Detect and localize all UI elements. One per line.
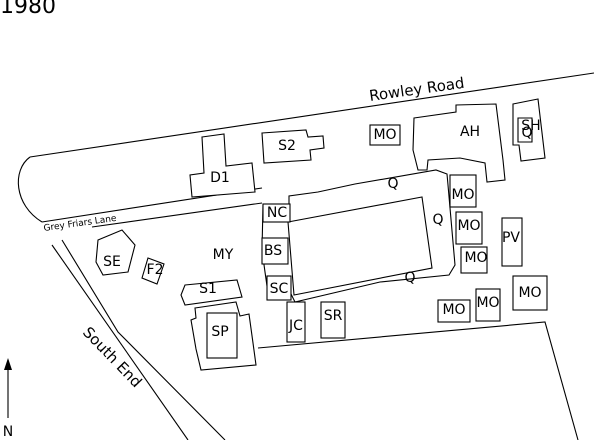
building-quad-inner — [287, 196, 433, 296]
building-mo-s3 — [512, 275, 548, 311]
label-mo-e1: MO — [451, 187, 474, 203]
label-sh: SH — [521, 118, 540, 134]
rowley-road-curve — [17, 156, 43, 223]
label-sp: SP — [211, 324, 228, 340]
label-q-south: Q — [404, 270, 415, 286]
south-end-east-edge — [61, 239, 226, 440]
label-q-north: Q — [387, 176, 398, 192]
label-pv: PV — [502, 230, 520, 246]
label-d1: D1 — [210, 170, 230, 186]
label-sr: SR — [324, 308, 343, 324]
building-jc — [286, 301, 306, 343]
label-se: SE — [103, 254, 121, 270]
label-my: MY — [213, 247, 234, 263]
label-mo-s2: MO — [476, 295, 499, 311]
building-mo-s1 — [437, 299, 471, 323]
site-south-boundary — [257, 321, 579, 440]
label-mo-s1: MO — [442, 302, 465, 318]
grey-friars-lane-south-edge — [91, 202, 263, 228]
label-mo-e3: MO — [464, 250, 487, 266]
building-ah — [412, 103, 506, 183]
building-s1 — [180, 279, 243, 306]
label-bs: BS — [264, 243, 282, 259]
label-s2: S2 — [278, 138, 296, 154]
building-sp-inner — [206, 312, 238, 359]
building-s2 — [261, 129, 325, 164]
building-f2 — [141, 257, 165, 285]
south-end-label: South End — [79, 323, 145, 391]
building-mo-top — [369, 124, 401, 146]
building-mo-e2 — [455, 211, 483, 245]
label-q-east: Q — [432, 212, 443, 228]
grey-friars-lane-label: Grey Friars Lane — [43, 214, 118, 234]
building-sr — [320, 301, 346, 339]
building-mo-s2 — [475, 288, 501, 322]
south-end-west-edge — [51, 244, 189, 440]
north-label: N — [3, 424, 13, 440]
label-ah: AH — [460, 124, 480, 140]
label-s1: S1 — [199, 281, 217, 297]
label-sc: SC — [270, 281, 289, 297]
rowley-road-label: Rowley Road — [368, 74, 465, 105]
building-mo-e3 — [460, 246, 488, 274]
label-mo-e2: MO — [457, 218, 480, 234]
label-mo-top: MO — [373, 127, 396, 143]
map-year: 1980 — [0, 0, 56, 19]
building-q-small — [517, 117, 533, 143]
label-nc: NC — [267, 205, 287, 221]
building-se — [95, 229, 136, 276]
north-arrow-head — [4, 358, 12, 370]
building-nc — [262, 203, 291, 223]
building-d1 — [189, 133, 256, 198]
building-pv — [501, 217, 523, 267]
label-q-small: Q — [521, 125, 532, 141]
rowley-road-north-edge — [29, 72, 594, 158]
label-mo-s3: MO — [518, 285, 541, 301]
building-sc — [266, 275, 292, 301]
label-jc: JC — [288, 318, 303, 334]
label-f2: F2 — [147, 262, 164, 278]
building-mo-e1 — [449, 174, 477, 208]
building-bs — [261, 237, 289, 265]
